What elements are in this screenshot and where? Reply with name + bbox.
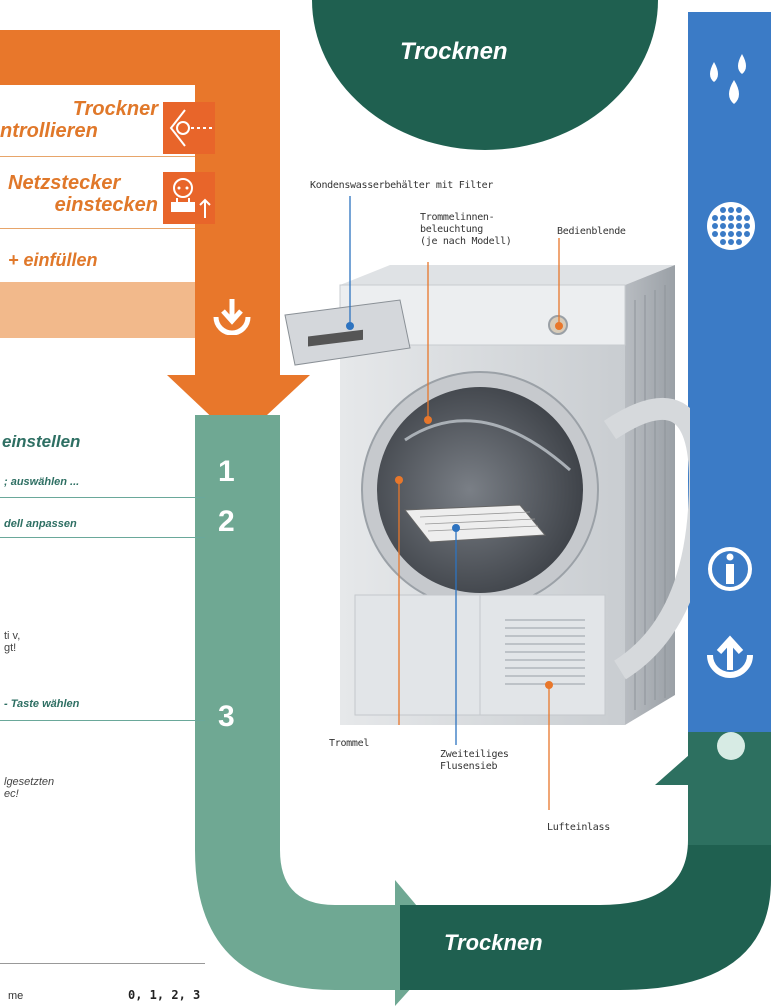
orange-step-1: Trockner ntrollieren <box>0 98 158 142</box>
top-title-dome <box>312 0 658 150</box>
step-number-2: 2 <box>218 505 235 538</box>
top-title: Trocknen <box>400 38 508 65</box>
label-condensate-container: Kondenswasserbehälter mit Filter <box>310 180 494 191</box>
water-drops-icon <box>710 54 746 104</box>
down-arrow-circle-icon <box>213 299 251 335</box>
step-number-1: 1 <box>218 455 235 488</box>
teal-row-1: ; auswählen ... <box>4 476 80 488</box>
step-1-line2: ntrollieren <box>0 120 98 142</box>
footer-right: 0, 1, 2, 3 <box>128 988 201 1002</box>
eye-sensor-icon <box>163 102 215 154</box>
orange-step-3: + einfüllen <box>8 250 98 270</box>
teal-heading: einstellen <box>2 432 81 451</box>
label-lint-filter: Zweiteiliges Flusensieb <box>440 749 509 772</box>
teal-row-4: - Taste wählen <box>4 698 80 710</box>
footer-left: me <box>8 990 24 1002</box>
drum-holes-icon <box>707 202 755 250</box>
teal-arm <box>195 415 400 990</box>
step-number-3: 3 <box>218 700 235 733</box>
bottom-band <box>400 835 771 990</box>
label-drum: Trommel <box>329 738 370 749</box>
arrow-up-circle-icon <box>707 635 753 678</box>
dot-icon <box>717 732 745 760</box>
orange-step-2: Netzstecker einstecken <box>0 172 158 216</box>
bottom-title: Trocknen <box>444 930 543 955</box>
blue-sidebar <box>688 12 771 732</box>
label-air-inlet: Lufteinlass <box>547 822 610 833</box>
label-drum-light: Trommelinnen- beleuchtung (je nach Model… <box>420 212 512 247</box>
teal-row-5: lgesetzten ec! <box>4 776 55 800</box>
teal-row-2: dell anpassen <box>4 518 77 530</box>
step-2-line2: einstecken <box>54 194 158 216</box>
orange-arrowhead <box>167 375 310 442</box>
light-orange-strip <box>0 282 195 338</box>
step-2-line1: Netzstecker <box>8 172 121 194</box>
teal-row-3: ti v, gt! <box>4 630 21 654</box>
label-control-panel: Bedienblende <box>557 226 626 237</box>
step-1-line1: Trockner <box>72 98 158 120</box>
dryer-illustration <box>284 265 690 725</box>
info-icon <box>708 547 752 591</box>
plug-socket-icon <box>163 172 215 224</box>
